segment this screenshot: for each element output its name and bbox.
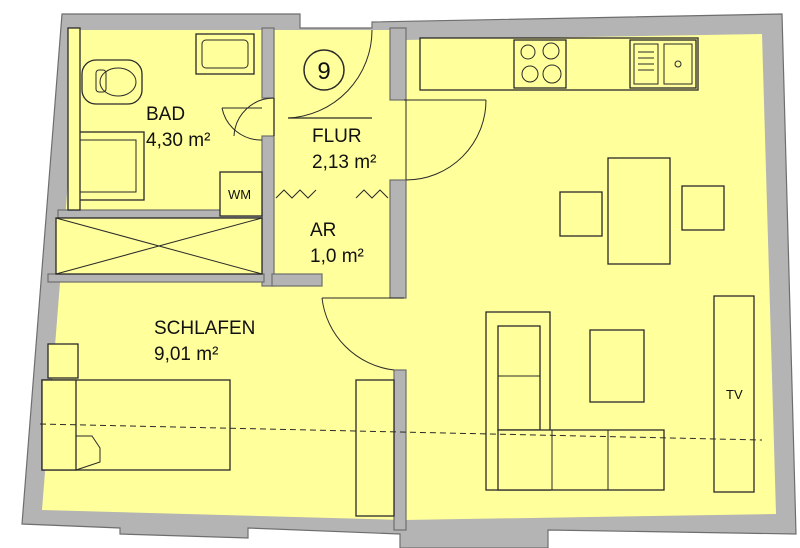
- section-line: [39, 423, 763, 441]
- room-ar-area: 1,0 m²: [310, 246, 364, 267]
- room-schlafen-name: SCHLAFEN: [154, 318, 255, 339]
- tv-label: TV: [726, 387, 743, 402]
- unit-badge: 9: [303, 49, 345, 91]
- room-flur-name: FLUR: [312, 126, 362, 147]
- wardrobe: [55, 217, 263, 275]
- room-ar-name: AR: [310, 220, 336, 241]
- room-schlafen-area: 9,01 m²: [154, 344, 218, 365]
- kitchen: [419, 37, 699, 91]
- living-furniture: [485, 295, 755, 493]
- washing-machine-label: WM: [228, 187, 251, 202]
- room-flur-area: 2,13 m²: [312, 152, 376, 173]
- dining: [559, 157, 725, 265]
- unit-number: 9: [317, 58, 330, 85]
- storage-doors: [275, 189, 389, 199]
- room-bad-area: 4,30 m²: [146, 130, 210, 151]
- room-bad-name: BAD: [146, 104, 185, 125]
- bathroom-fixtures: [67, 27, 263, 217]
- doors: [221, 29, 487, 371]
